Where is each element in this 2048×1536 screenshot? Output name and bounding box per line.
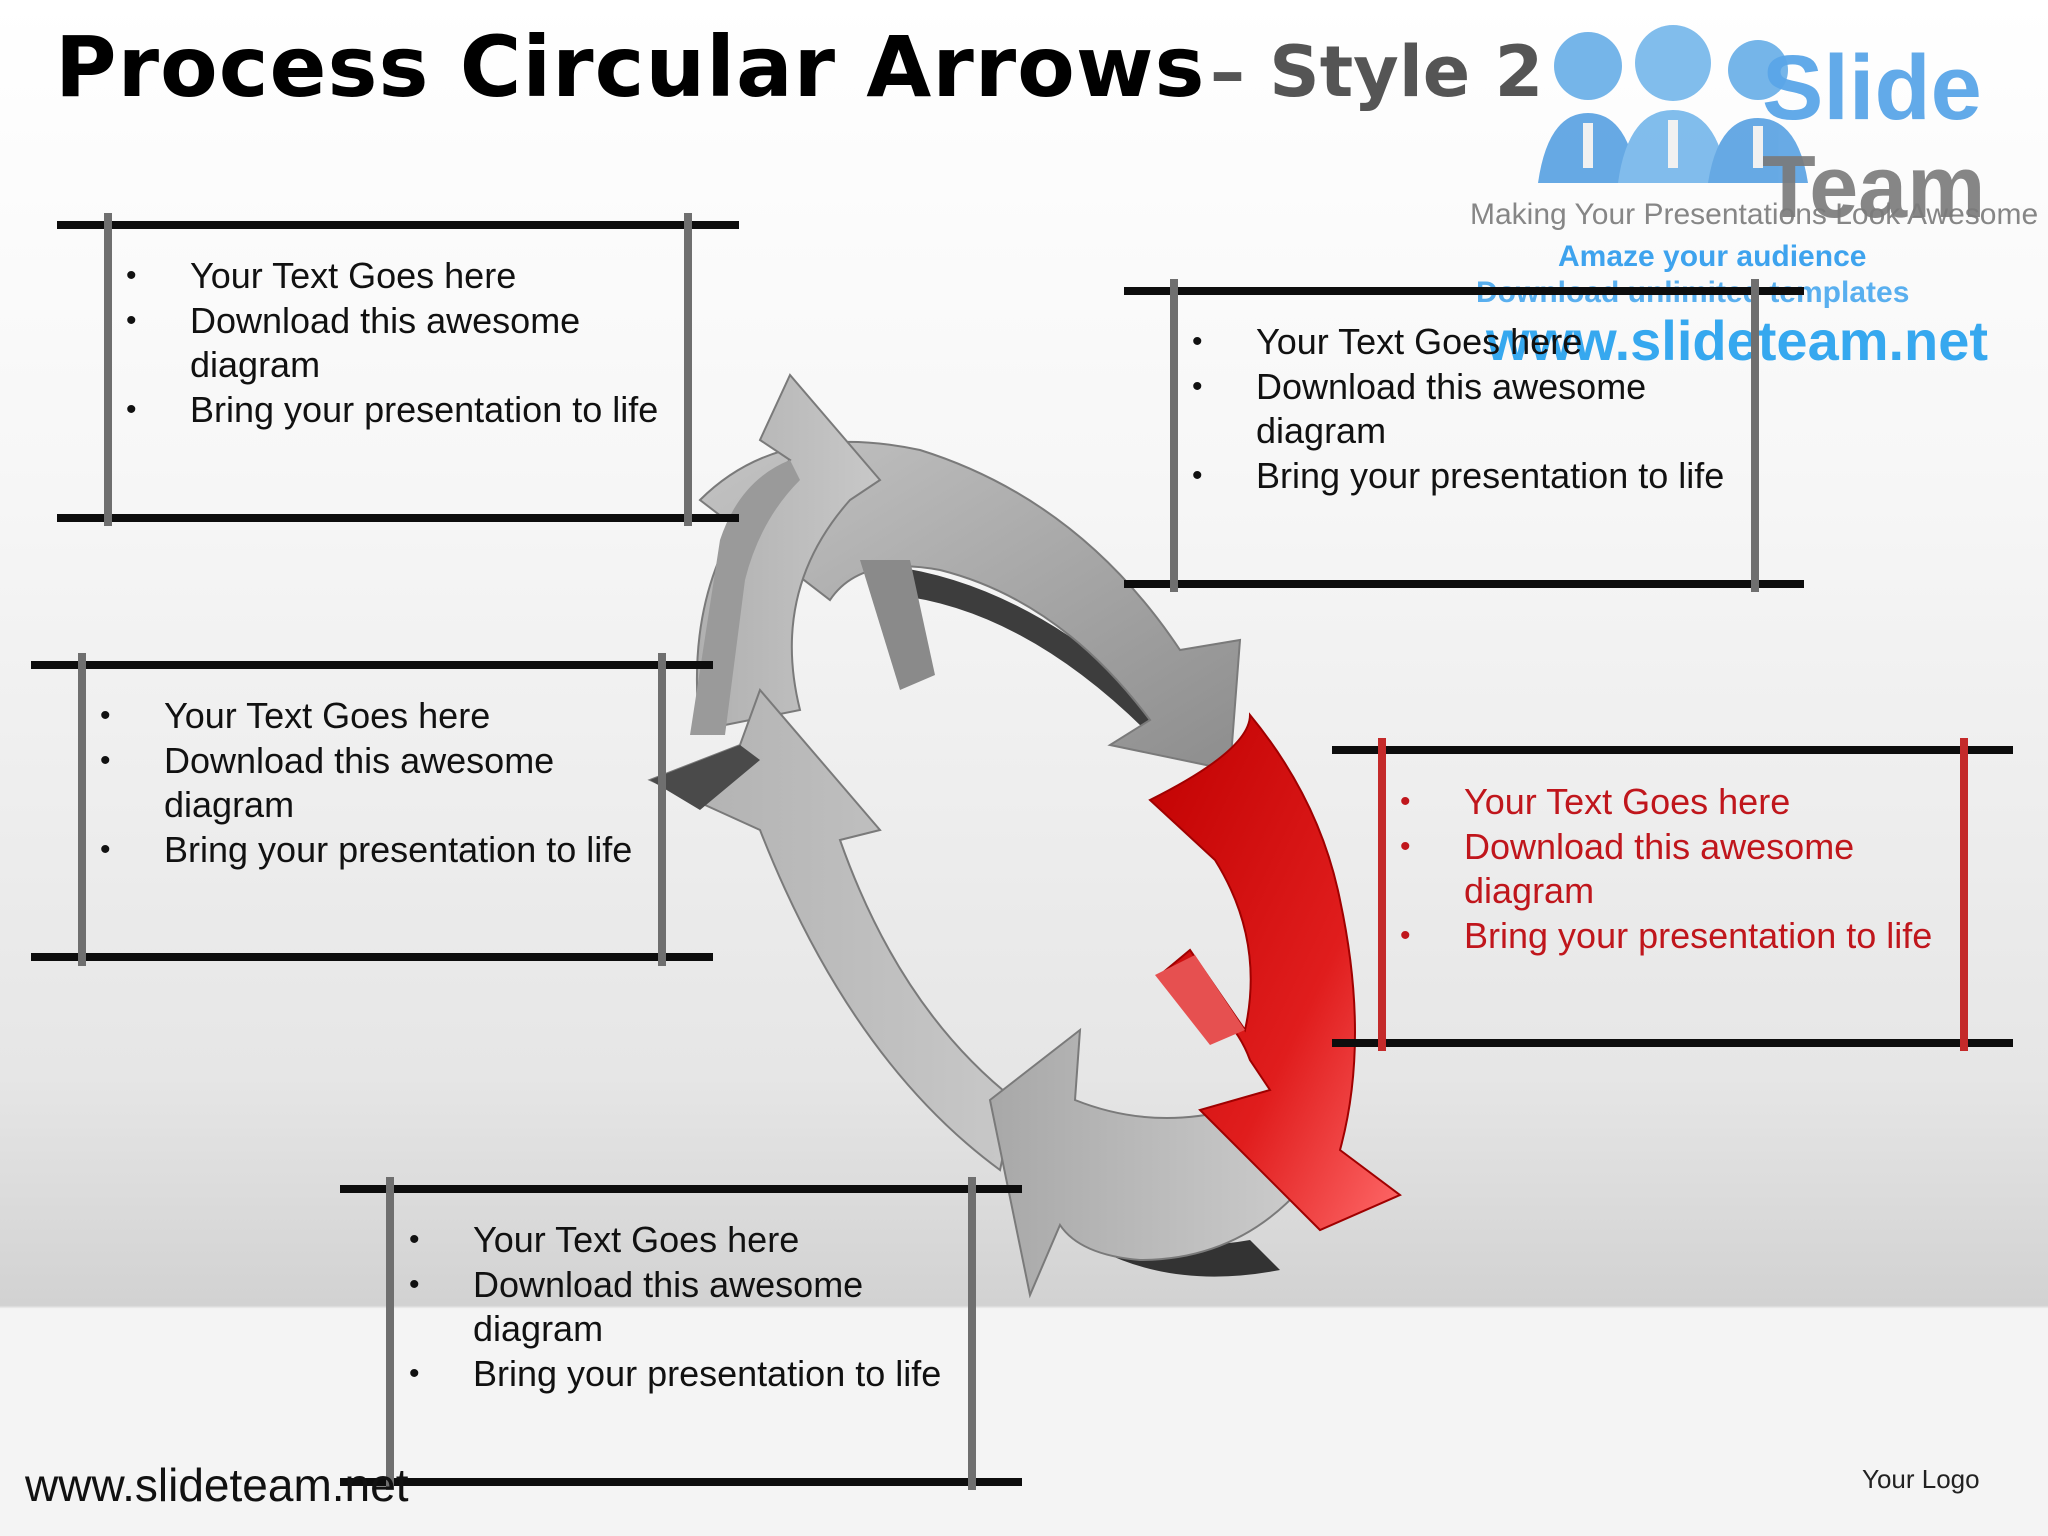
box4-text: Your Text Goes here Download this awesom… bbox=[1192, 320, 1732, 498]
title-main: Process Circular Arrows bbox=[55, 18, 1206, 116]
box1-text: Your Text Goes here Download this awesom… bbox=[126, 254, 666, 432]
box5-item-3: Bring your presentation to life bbox=[1400, 914, 1940, 959]
arrow-left bbox=[690, 373, 882, 735]
box2-item-2: Download this awesome diagram bbox=[100, 739, 640, 828]
box5-text: Your Text Goes here Download this awesom… bbox=[1400, 780, 1940, 958]
box2-item-1: Your Text Goes here bbox=[100, 694, 640, 739]
arrow-left-bottom bbox=[647, 688, 1017, 1172]
slideteam-watermark: Slide Team Making Your Presentations Loo… bbox=[1470, 18, 2038, 372]
arrow-top bbox=[698, 440, 1242, 772]
box2-left-bar bbox=[78, 653, 86, 966]
box3-item-2: Download this awesome diagram bbox=[409, 1263, 949, 1352]
box5-left-bar bbox=[1378, 738, 1386, 1051]
box1-left-bar bbox=[104, 213, 112, 526]
box1-item-2: Download this awesome diagram bbox=[126, 299, 666, 388]
box3-left-bar bbox=[386, 1177, 394, 1490]
slide-title: Process Circular Arrows – Style 2 bbox=[55, 18, 1543, 116]
box1-bottom-rule bbox=[57, 514, 739, 522]
box1-top-rule bbox=[57, 221, 739, 229]
people-logo-icon bbox=[1538, 25, 1808, 183]
box3-item-3: Bring your presentation to life bbox=[409, 1352, 949, 1397]
watermark-team: Team bbox=[1762, 137, 1986, 236]
watermark-slide: Slide bbox=[1762, 37, 1982, 139]
box3-item-1: Your Text Goes here bbox=[409, 1218, 949, 1263]
box4-right-bar bbox=[1751, 279, 1759, 592]
box5-item-2: Download this awesome diagram bbox=[1400, 825, 1940, 914]
box5-right-bar bbox=[1960, 738, 1968, 1051]
box3-text: Your Text Goes here Download this awesom… bbox=[409, 1218, 949, 1396]
box4-item-3: Bring your presentation to life bbox=[1192, 454, 1732, 499]
arrow-red bbox=[1148, 712, 1402, 1232]
box1-item-1: Your Text Goes here bbox=[126, 254, 666, 299]
box4-left-bar bbox=[1170, 279, 1178, 592]
watermark-tagline: Making Your Presentations Look Awesome bbox=[1470, 198, 2039, 231]
box3-bottom-rule bbox=[340, 1478, 1022, 1486]
box5-item-1: Your Text Goes here bbox=[1400, 780, 1940, 825]
watermark-line1: Amaze your audience bbox=[1558, 240, 1867, 273]
box2-text: Your Text Goes here Download this awesom… bbox=[100, 694, 640, 872]
footer-logo-placeholder: Your Logo bbox=[1862, 1464, 1980, 1494]
box2-top-rule bbox=[31, 661, 713, 669]
box4-top-rule bbox=[1124, 287, 1804, 295]
box4-item-1: Your Text Goes here bbox=[1192, 320, 1732, 365]
box5-top-rule bbox=[1332, 746, 2013, 754]
title-sub: – Style 2 bbox=[1209, 31, 1544, 113]
box4-bottom-rule bbox=[1124, 580, 1804, 588]
box2-right-bar bbox=[658, 653, 666, 966]
box3-right-bar bbox=[968, 1177, 976, 1490]
box5-bottom-rule bbox=[1332, 1039, 2013, 1047]
box2-item-3: Bring your presentation to life bbox=[100, 828, 640, 873]
box2-bottom-rule bbox=[31, 953, 713, 961]
footer-url: www.slideteam.net bbox=[25, 1459, 409, 1511]
box1-right-bar bbox=[684, 213, 692, 526]
box1-item-3: Bring your presentation to life bbox=[126, 388, 666, 433]
box3-top-rule bbox=[340, 1185, 1022, 1193]
box4-item-2: Download this awesome diagram bbox=[1192, 365, 1732, 454]
